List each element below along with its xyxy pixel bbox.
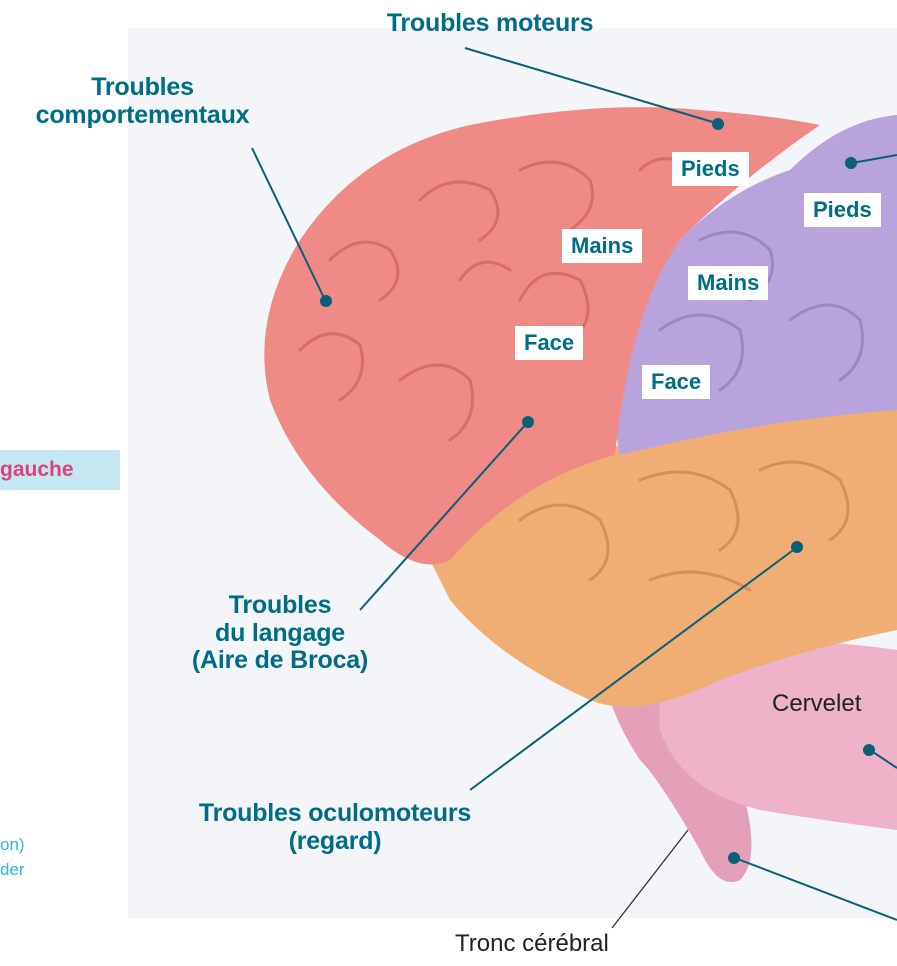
- label-line: comportementaux: [20, 102, 265, 130]
- box-mains-parietal: Mains: [688, 266, 768, 300]
- label-line: Troubles: [160, 592, 400, 620]
- brainstem-leader-line: [612, 830, 688, 928]
- label-troubles-langage: Troubles du langage (Aire de Broca): [160, 592, 400, 675]
- side-label-gauche: gauche: [0, 450, 120, 490]
- label-troubles-moteurs: Troubles moteurs: [360, 10, 620, 38]
- label-line: du langage: [160, 620, 400, 648]
- label-cervelet: Cervelet: [772, 690, 861, 718]
- label-line: Troubles oculomoteurs: [160, 800, 510, 828]
- edge-text-fragment: on): [0, 835, 25, 855]
- label-line: (regard): [160, 828, 510, 856]
- box-face-parietal: Face: [642, 365, 710, 399]
- label-line: Troubles: [20, 74, 265, 102]
- box-pieds-parietal: Pieds: [804, 193, 881, 227]
- edge-text-fragment: der: [0, 860, 25, 880]
- box-pieds-frontal: Pieds: [672, 152, 749, 186]
- label-troubles-comportementaux: Troubles comportementaux: [20, 74, 265, 129]
- label-line: (Aire de Broca): [160, 647, 400, 675]
- box-face-frontal: Face: [515, 326, 583, 360]
- label-troubles-oculomoteurs: Troubles oculomoteurs (regard): [160, 800, 510, 855]
- label-tronc-cerebral: Tronc cérébral: [455, 930, 609, 958]
- box-mains-frontal: Mains: [562, 229, 642, 263]
